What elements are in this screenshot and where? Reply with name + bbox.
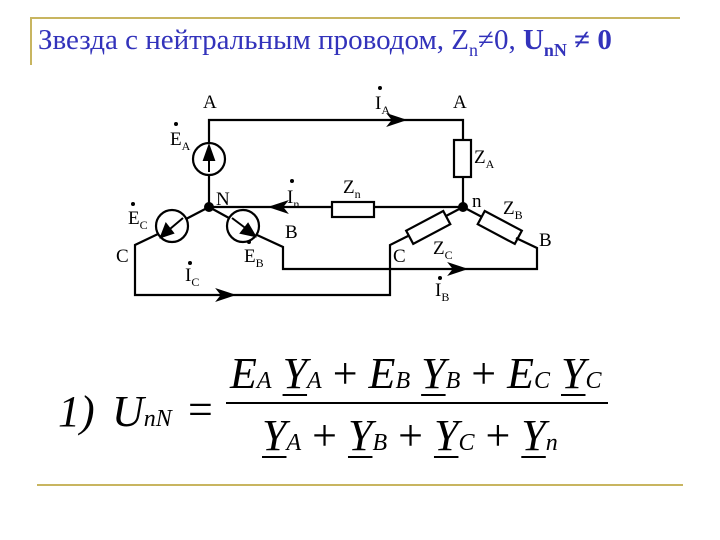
wire-phase-b (256, 234, 539, 271)
ea-arrowhead-icon (202, 143, 216, 161)
label-eb: EB (244, 246, 264, 270)
ec-arrowhead-icon (159, 221, 175, 239)
formula-lhs: UnN (112, 387, 172, 436)
ib-arrow-icon (447, 261, 469, 277)
title-text: Звезда с нейтральным проводом, Z (38, 24, 470, 56)
title-u: U (522, 24, 544, 56)
bottom-rule (37, 484, 683, 486)
label-node-n: n (472, 191, 482, 212)
label-node-b-right: B (539, 230, 552, 251)
label-ib: IB (435, 280, 449, 304)
node-n-source (204, 202, 214, 212)
source-ec (154, 208, 190, 244)
title-zn-rest: ≠0, (478, 24, 523, 56)
label-ea: EA (170, 129, 191, 153)
label-ic: IC (185, 265, 199, 289)
label-node-N: N (216, 189, 230, 210)
wire-phase-a (207, 118, 465, 143)
label-ia: IA (375, 93, 390, 117)
label-zc: ZC (433, 238, 453, 262)
label-node-a-left: A (203, 92, 217, 113)
label-zb: ZB (503, 198, 523, 222)
formula-number: 1) (58, 387, 95, 436)
in-arrow-icon (267, 199, 289, 215)
formula-numerator: EA YA + EB YB + EC YC (230, 349, 602, 398)
fraction-bar (226, 402, 608, 404)
node-n-load (458, 202, 468, 212)
label-ec: EC (128, 208, 148, 232)
wire-phase-c (133, 233, 409, 297)
ia-arrow-icon (386, 112, 408, 128)
label-node-c-right: C (393, 246, 406, 267)
formula-denominator: YA + YB + YC + Yn (262, 411, 558, 460)
title-u-rest: ≠ 0 (566, 24, 612, 56)
impedance-zb (476, 209, 524, 246)
label-node-b-left: B (285, 222, 298, 243)
impedance-zn (330, 200, 376, 219)
label-node-a-right: A (453, 92, 467, 113)
title-zn-sub: n (469, 39, 479, 60)
title-rule-top (30, 17, 680, 19)
label-zn: Zn (343, 177, 361, 201)
impedance-zc (404, 209, 452, 246)
source-eb (225, 208, 261, 244)
impedance-za (452, 138, 473, 179)
source-ea (191, 141, 227, 177)
label-in: In (287, 187, 299, 211)
slide-title: Звезда с нейтральным проводом, Zn≠0, UnN… (38, 24, 612, 61)
label-za: ZA (474, 147, 495, 171)
eb-arrowhead-icon (239, 222, 258, 238)
formula-equals: = (188, 385, 213, 434)
label-node-c-left: C (116, 246, 129, 267)
title-rule-left (30, 17, 32, 65)
ic-arrow-icon (215, 287, 237, 303)
title-u-sub: nN (543, 39, 567, 60)
